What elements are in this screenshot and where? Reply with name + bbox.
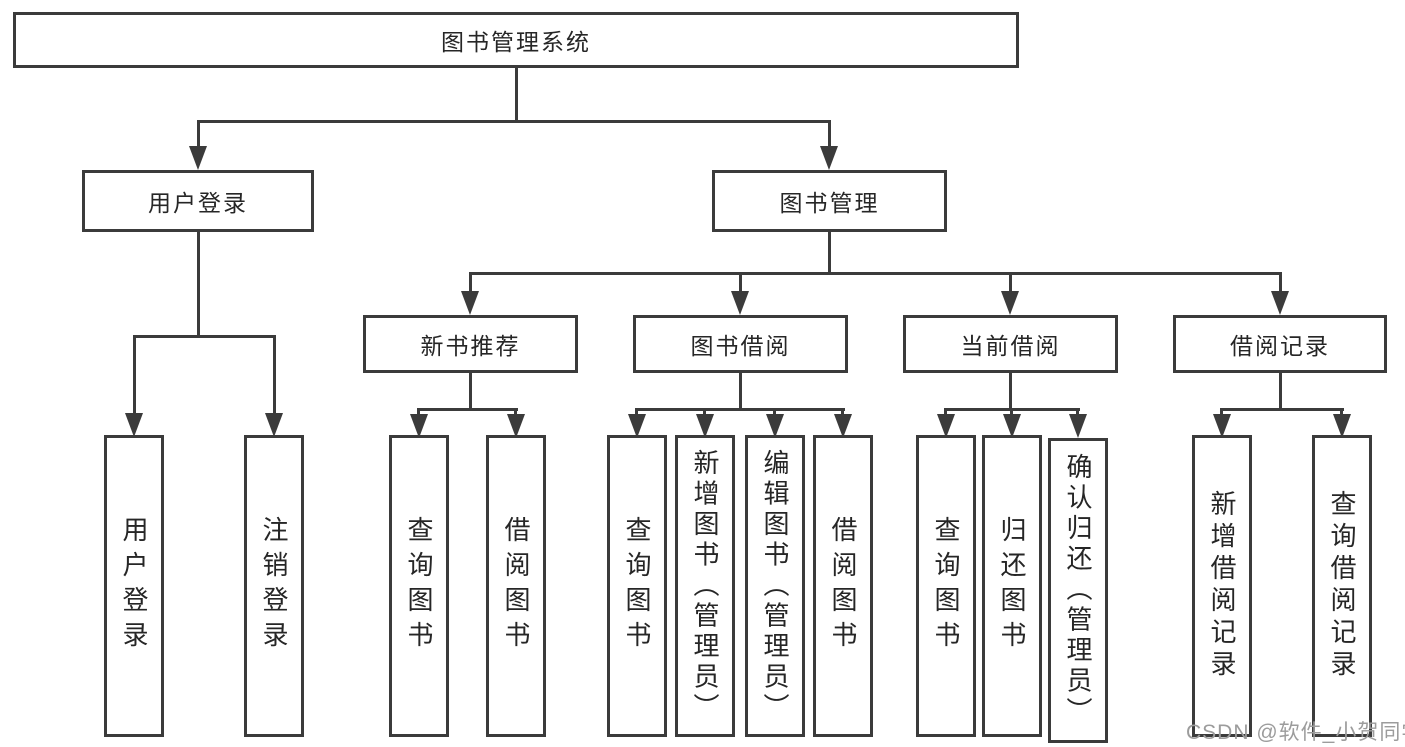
leaf-borrow-book: 借阅图书 bbox=[813, 435, 873, 737]
connector-vline bbox=[703, 408, 706, 417]
node-new-book-recommend: 新书推荐 bbox=[363, 315, 578, 373]
node-label: 借阅图书 bbox=[501, 516, 531, 656]
leaf-borrow-book-recommend: 借阅图书 bbox=[486, 435, 546, 737]
connector-hline bbox=[469, 272, 1280, 275]
connector-vline bbox=[1010, 408, 1013, 417]
connector-hline bbox=[1221, 408, 1344, 411]
connector-vline bbox=[514, 408, 517, 417]
node-label: 用户登录 bbox=[148, 190, 248, 216]
connector-hline bbox=[133, 335, 276, 338]
node-label: 查询图书 bbox=[622, 516, 652, 656]
arrow-down-icon bbox=[766, 414, 784, 438]
connector-vline bbox=[273, 335, 276, 415]
connector-vline bbox=[1340, 408, 1343, 417]
arrow-down-icon bbox=[628, 414, 646, 438]
connector-vline bbox=[828, 230, 831, 274]
connector-vline bbox=[515, 66, 518, 122]
arrow-down-icon bbox=[696, 414, 714, 438]
node-label: 查询借阅记录 bbox=[1327, 490, 1357, 682]
arrow-down-icon bbox=[1213, 414, 1231, 438]
connector-vline bbox=[944, 408, 947, 417]
arrow-down-icon bbox=[507, 414, 525, 438]
arrow-down-icon bbox=[125, 413, 143, 437]
arrow-down-icon bbox=[189, 146, 207, 170]
leaf-confirm-return-admin: 确认归还（管理员） bbox=[1048, 438, 1108, 743]
arrow-down-icon bbox=[820, 146, 838, 170]
arrow-down-icon bbox=[410, 414, 428, 438]
connector-vline bbox=[197, 230, 200, 337]
connector-hline bbox=[197, 120, 831, 123]
connector-vline bbox=[739, 272, 742, 293]
node-user-login: 用户登录 bbox=[82, 170, 314, 232]
arrow-down-icon bbox=[1271, 291, 1289, 315]
node-borrow-record: 借阅记录 bbox=[1173, 315, 1387, 373]
node-library-management-system: 图书管理系统 bbox=[13, 12, 1019, 68]
connector-vline bbox=[1279, 272, 1282, 293]
connector-vline bbox=[773, 408, 776, 417]
arrow-down-icon bbox=[1333, 414, 1351, 438]
node-book-borrow: 图书借阅 bbox=[633, 315, 848, 373]
leaf-user-login: 用户登录 bbox=[104, 435, 164, 737]
connector-vline bbox=[1279, 371, 1282, 410]
node-label: 查询图书 bbox=[931, 516, 961, 656]
node-label: 图书管理系统 bbox=[441, 29, 591, 55]
arrow-down-icon bbox=[265, 413, 283, 437]
arrow-down-icon bbox=[1001, 291, 1019, 315]
node-book-management: 图书管理 bbox=[712, 170, 947, 232]
connector-vline bbox=[417, 408, 420, 417]
leaf-return-book: 归还图书 bbox=[982, 435, 1042, 737]
node-label: 图书管理 bbox=[779, 190, 880, 216]
node-label: 新书推荐 bbox=[420, 333, 521, 359]
leaf-query-borrow-record: 查询借阅记录 bbox=[1312, 435, 1372, 737]
arrow-down-icon bbox=[834, 414, 852, 438]
node-label: 归还图书 bbox=[997, 516, 1027, 656]
leaf-query-book-borrow: 查询图书 bbox=[607, 435, 667, 737]
leaf-add-borrow-record: 新增借阅记录 bbox=[1192, 435, 1252, 737]
leaf-edit-book-admin: 编辑图书（管理员） bbox=[745, 435, 805, 737]
leaf-query-book-current: 查询图书 bbox=[916, 435, 976, 737]
arrow-down-icon bbox=[1003, 414, 1021, 438]
node-label: 新增图书（管理员） bbox=[690, 448, 720, 724]
node-label: 当前借阅 bbox=[960, 333, 1061, 359]
arrow-down-icon bbox=[461, 291, 479, 315]
node-label: 查询图书 bbox=[404, 516, 434, 656]
connector-vline bbox=[828, 120, 831, 150]
connector-hline bbox=[418, 408, 518, 411]
connector-vline bbox=[635, 408, 638, 417]
connector-vline bbox=[469, 272, 472, 293]
connector-vline bbox=[197, 120, 200, 150]
connector-vline bbox=[133, 335, 136, 415]
arrow-down-icon bbox=[731, 291, 749, 315]
node-current-borrow: 当前借阅 bbox=[903, 315, 1118, 373]
connector-vline bbox=[1009, 272, 1012, 293]
connector-vline bbox=[739, 371, 742, 410]
node-label: 借阅图书 bbox=[828, 516, 858, 656]
node-label: 图书借阅 bbox=[690, 333, 791, 359]
leaf-add-book-admin: 新增图书（管理员） bbox=[675, 435, 735, 737]
connector-vline bbox=[841, 408, 844, 417]
node-label: 借阅记录 bbox=[1230, 333, 1330, 359]
arrow-down-icon bbox=[1069, 414, 1087, 438]
node-label: 新增借阅记录 bbox=[1207, 490, 1237, 682]
connector-hline bbox=[636, 408, 845, 411]
node-label: 确认归还（管理员） bbox=[1063, 453, 1093, 728]
node-label: 注销登录 bbox=[259, 516, 289, 656]
connector-vline bbox=[469, 371, 472, 410]
csdn-watermark: CSDN @软件_小贺同学 bbox=[1186, 721, 1405, 744]
connector-vline bbox=[1220, 408, 1223, 417]
connector-vline bbox=[1076, 408, 1079, 417]
node-label: 编辑图书（管理员） bbox=[760, 448, 790, 724]
leaf-logout-login: 注销登录 bbox=[244, 435, 304, 737]
leaf-query-book-recommend: 查询图书 bbox=[389, 435, 449, 737]
arrow-down-icon bbox=[937, 414, 955, 438]
connector-vline bbox=[1009, 371, 1012, 410]
node-label: 用户登录 bbox=[119, 516, 149, 656]
